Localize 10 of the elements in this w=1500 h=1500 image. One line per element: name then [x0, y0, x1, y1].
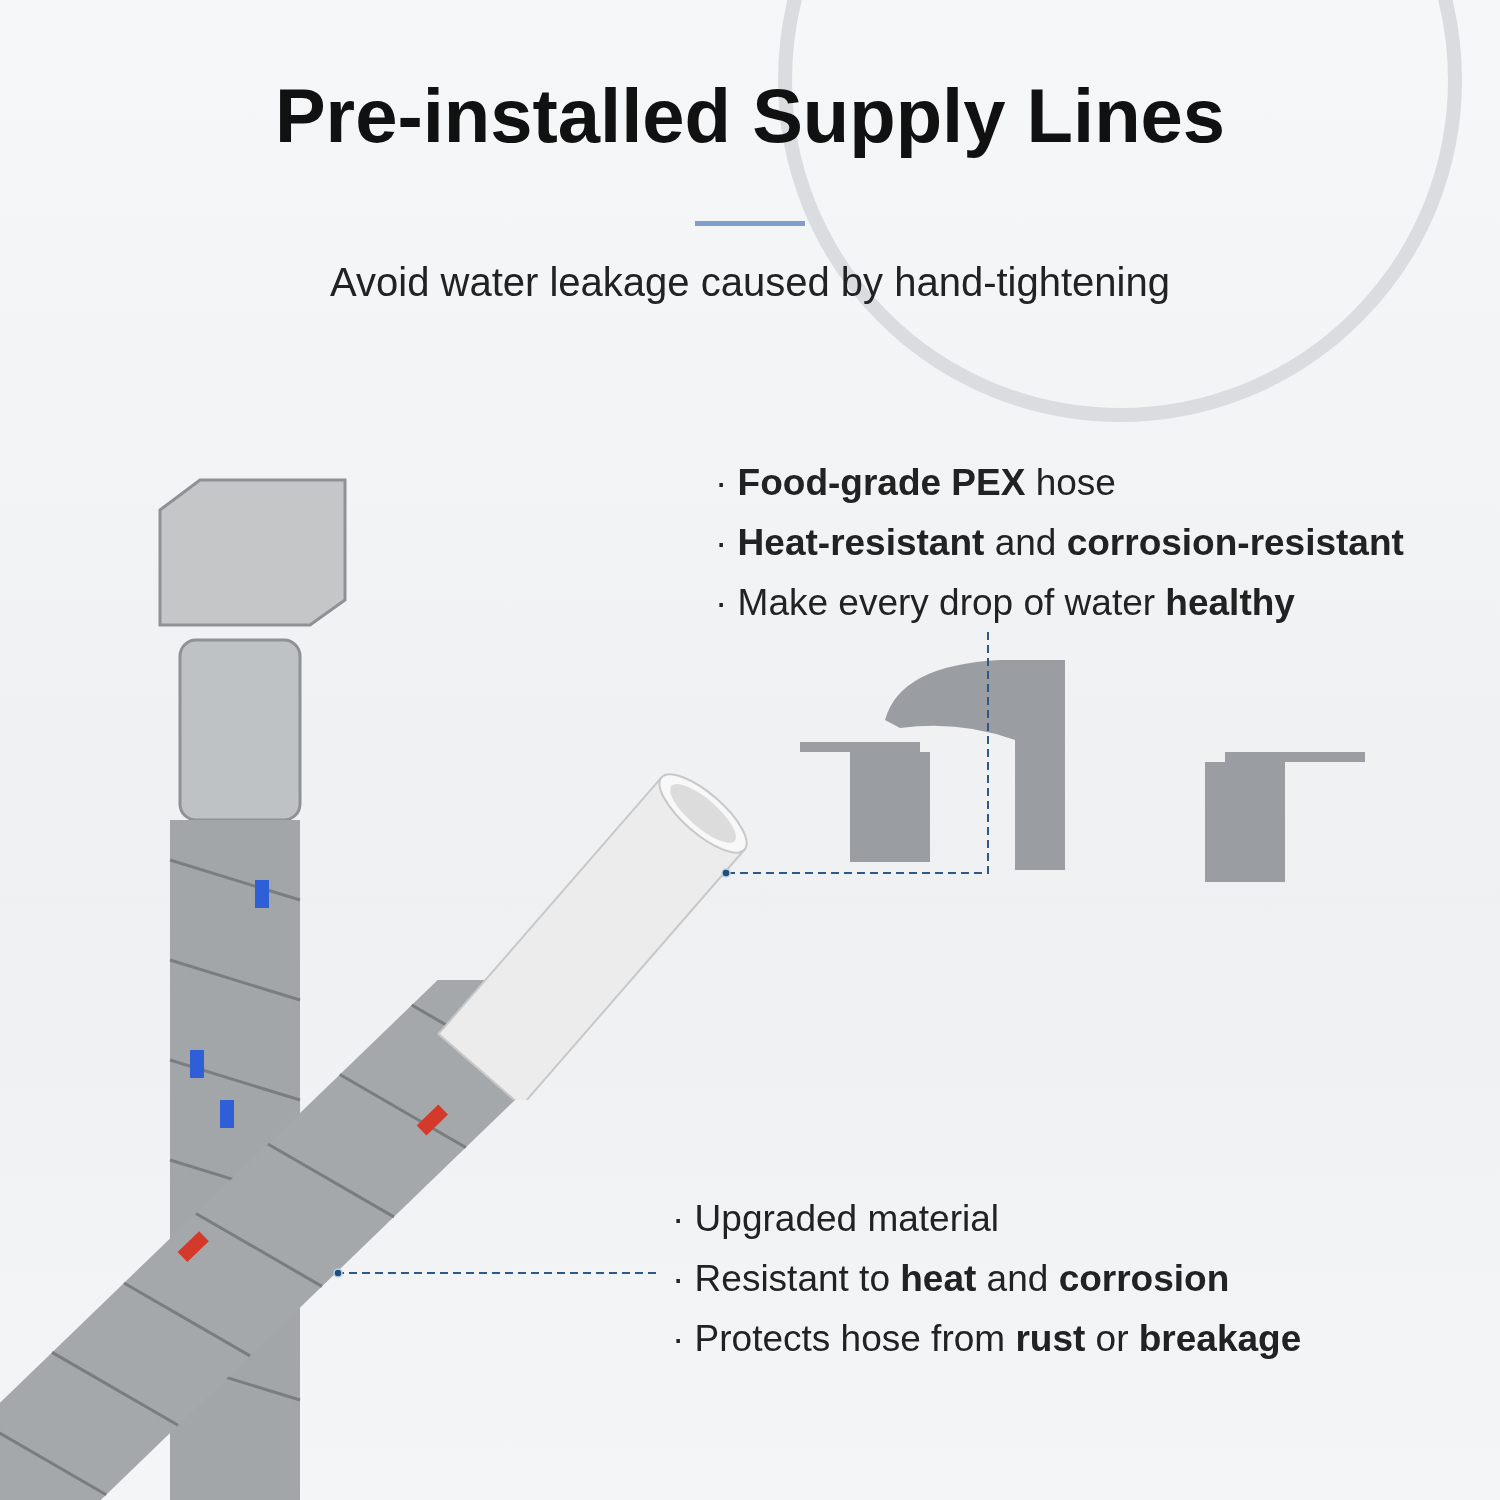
feature-text: · Heat-resistant and corrosion-resistant — [715, 521, 1404, 565]
subtitle: Avoid water leakage caused by hand-tightening — [329, 260, 1171, 305]
feature-text: · Food-grade PEX hose — [715, 461, 1117, 505]
feature-text: · Resistant to heat and corrosion — [672, 1257, 1231, 1301]
leader-line — [333, 1268, 657, 1278]
leader-line — [721, 631, 989, 878]
title: Pre-installed Supply Lines — [273, 72, 1227, 159]
feature-text: · Make every drop of water healthy — [715, 581, 1296, 625]
feature-text: · Upgraded material — [672, 1197, 1000, 1241]
feature-text: · Protects hose from rust or breakage — [672, 1317, 1302, 1361]
